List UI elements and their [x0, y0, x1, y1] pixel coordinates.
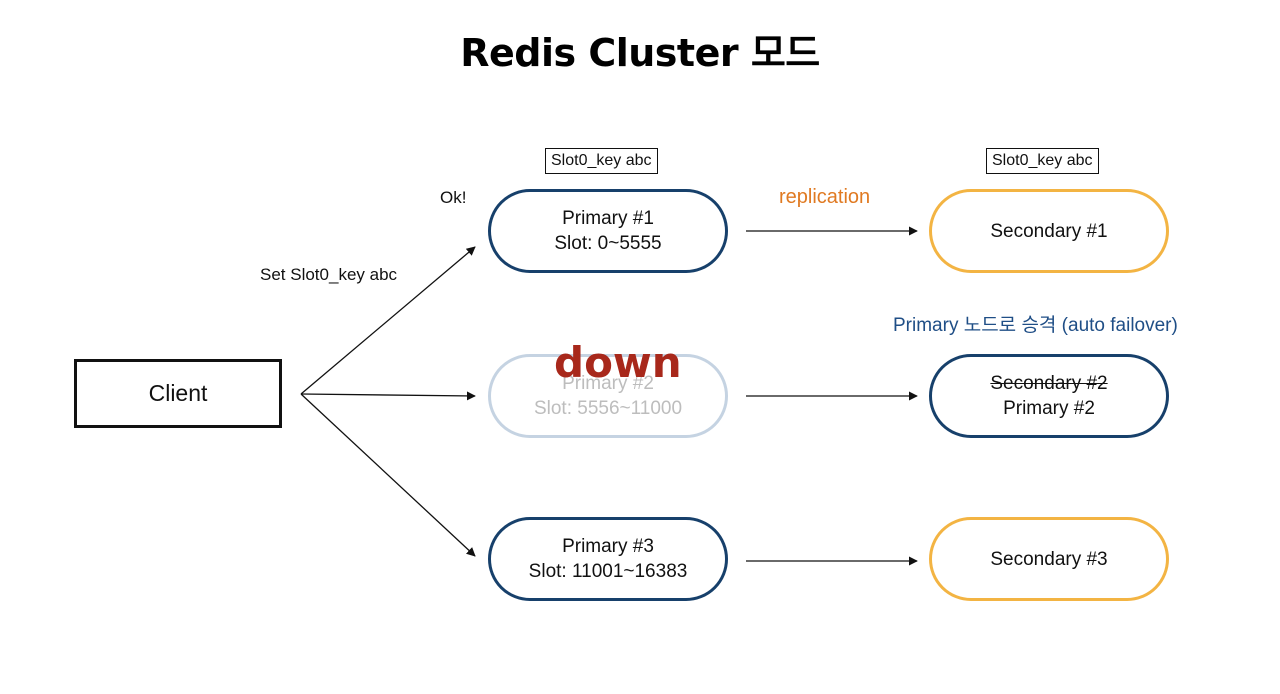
- replication-label: replication: [779, 186, 871, 208]
- secondary-node-3: Secondary #3: [929, 517, 1169, 601]
- primary-node-1: Primary #1 Slot: 0~5555: [488, 189, 728, 273]
- slot-key-box-primary-1: Slot0_key abc: [545, 148, 658, 174]
- primary-3-name: Primary #3: [562, 536, 654, 557]
- primary-1-name: Primary #1: [562, 208, 654, 229]
- secondary-1-name: Secondary #1: [990, 220, 1108, 242]
- primary-node-3: Primary #3 Slot: 11001~16383: [488, 517, 728, 601]
- arrow-client-to-primary-1: [300, 246, 476, 395]
- arrow-client-to-primary-3: [300, 393, 476, 557]
- secondary-2-old-name: Secondary #2: [990, 373, 1108, 394]
- arrow-client-to-primary-2: [300, 391, 476, 401]
- client-node: Client: [74, 359, 282, 428]
- primary-2-name: Primary #2: [562, 373, 654, 394]
- down-label: down: [554, 338, 682, 387]
- failover-label: Primary 노드로 승격 (auto failover): [893, 315, 1178, 336]
- secondary-node-1: Secondary #1: [929, 189, 1169, 273]
- slot-key-box-secondary-1: Slot0_key abc: [986, 148, 1099, 174]
- secondary-3-name: Secondary #3: [990, 548, 1108, 570]
- request-label: Set Slot0_key abc: [260, 265, 398, 284]
- primary-3-slot: Slot: 11001~16383: [528, 561, 688, 582]
- secondary-node-2: Secondary #2 Primary #2: [929, 354, 1169, 438]
- client-label: Client: [148, 380, 208, 406]
- page-title: Redis Cluster 모드: [460, 31, 820, 75]
- primary-1-slot: Slot: 0~5555: [554, 233, 662, 254]
- primary-2-slot: Slot: 5556~11000: [533, 398, 683, 419]
- primary-node-2: Primary #2 Slot: 5556~11000: [488, 354, 728, 438]
- response-label: Ok!: [440, 188, 467, 207]
- secondary-2-promoted-name: Primary #2: [1003, 398, 1095, 419]
